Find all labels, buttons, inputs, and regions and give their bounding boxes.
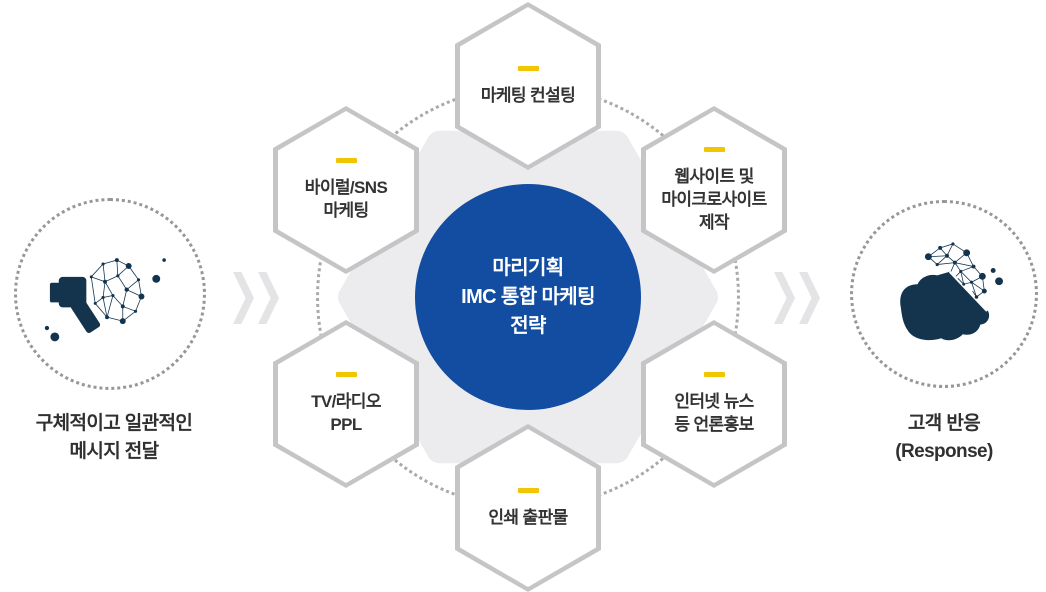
- hex-marketing-consulting: 마케팅 컨설팅: [455, 2, 601, 170]
- right-dotted-circle: [850, 200, 1038, 388]
- center-label: 마리기획 IMC 통합 마케팅 전략: [461, 256, 595, 337]
- right-caption: 고객 반응 (Response): [895, 413, 993, 462]
- yellow-dash: [703, 372, 725, 377]
- hex-label: 마케팅 컨설팅: [480, 85, 576, 105]
- hex-viral-sns: 바이럴/SNS 마케팅: [273, 106, 419, 274]
- yellow-dash: [517, 487, 539, 493]
- yellow-dash: [335, 372, 357, 377]
- center-circle: 마리기획 IMC 통합 마케팅 전략: [415, 184, 641, 410]
- chevron-right-icon: [774, 272, 795, 324]
- left-caption: 구체적이고 일관적인 메시지 전달: [35, 413, 193, 462]
- hex-label: 인쇄 출판물: [488, 507, 568, 527]
- flow-chevrons-left: [233, 272, 279, 324]
- hex-label: TV/라디오 PPL: [311, 392, 381, 434]
- hex-website-microsite: 웹사이트 및 마이크로사이트 제작: [641, 106, 787, 274]
- hex-print-publications: 인쇄 출판물: [455, 424, 601, 592]
- hand-network-icon: [900, 242, 1003, 341]
- chevron-right-icon: [233, 272, 254, 324]
- chevron-right-icon: [799, 272, 820, 324]
- hex-label: 인터넷 뉴스 등 언론홍보: [674, 392, 754, 434]
- yellow-dash: [517, 65, 539, 71]
- hex-tv-radio-ppl: TV/라디오 PPL: [273, 320, 419, 488]
- yellow-dash: [335, 158, 357, 163]
- hex-label: 바이럴/SNS 마케팅: [304, 178, 388, 220]
- hex-label: 웹사이트 및 마이크로사이트 제작: [661, 166, 767, 232]
- yellow-dash: [703, 146, 725, 152]
- left-dotted-circle: [14, 198, 206, 390]
- hex-internet-news-pr: 인터넷 뉴스 등 언론홍보: [641, 320, 787, 488]
- megaphone-network-icon: [44, 257, 166, 341]
- flow-chevrons-right: [774, 272, 820, 324]
- chevron-right-icon: [258, 272, 279, 324]
